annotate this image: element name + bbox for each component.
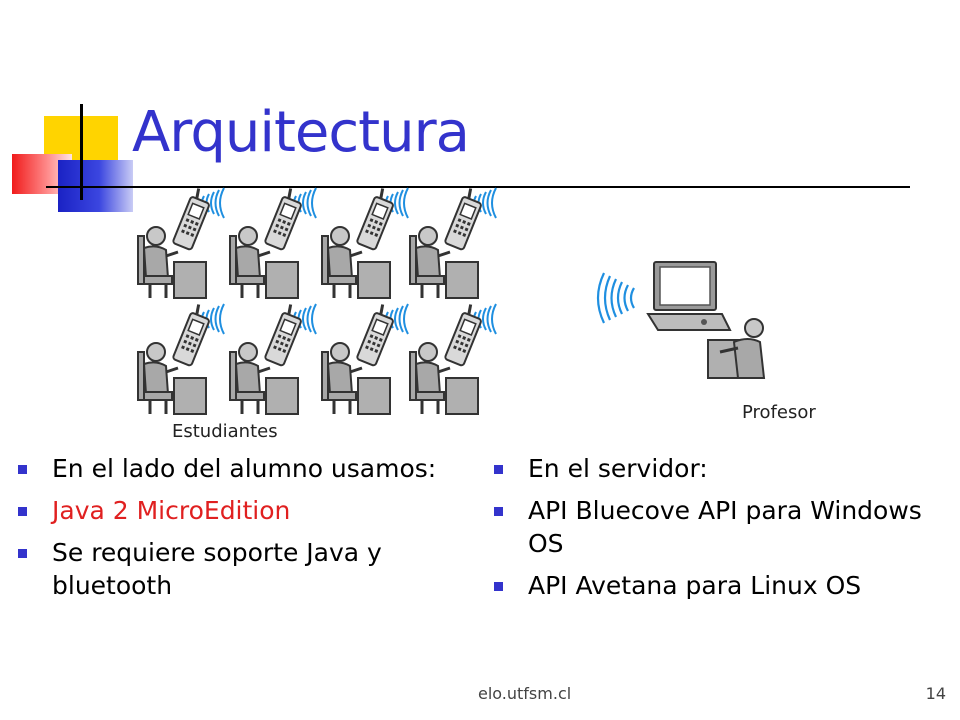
- list-item: API Avetana para Linux OS: [494, 569, 934, 602]
- list-item-text: Java 2 MicroEdition: [52, 496, 291, 525]
- student-with-phone-icon: [130, 302, 226, 418]
- student-with-phone-icon: [314, 186, 410, 302]
- list-item: API Bluecove API para Windows OS: [494, 494, 934, 560]
- square-bullet-icon: [18, 549, 27, 558]
- students-caption: Estudiantes: [172, 421, 278, 442]
- list-item: Java 2 MicroEdition: [18, 494, 448, 527]
- slide-title: Arquitectura: [132, 100, 470, 165]
- student-with-phone-icon: [402, 302, 498, 418]
- list-item: En el lado del alumno usamos:: [18, 452, 448, 485]
- student-side-list: En el lado del alumno usamos: Java 2 Mic…: [18, 452, 448, 611]
- square-bullet-icon: [494, 507, 503, 516]
- decor-vertical-line: [80, 104, 83, 200]
- students-illustration: [130, 186, 520, 418]
- list-item-text: En el lado del alumno usamos:: [52, 454, 437, 483]
- page-number: 14: [906, 686, 946, 720]
- page-number-text: 14: [925, 684, 946, 703]
- list-item: Se requiere soporte Java y bluetooth: [18, 536, 448, 602]
- student-with-phone-icon: [222, 186, 318, 302]
- student-with-phone-icon: [314, 302, 410, 418]
- square-bullet-icon: [18, 507, 27, 516]
- server-side-list: En el servidor: API Bluecove API para Wi…: [494, 452, 934, 611]
- title-underline: [46, 186, 910, 188]
- list-item-text: En el servidor:: [528, 454, 708, 483]
- student-with-phone-icon: [222, 302, 318, 418]
- square-bullet-icon: [18, 465, 27, 474]
- list-item: En el servidor:: [494, 452, 934, 485]
- student-with-phone-icon: [130, 186, 226, 302]
- list-item-text: API Bluecove API para Windows OS: [528, 496, 922, 558]
- footer-source-text: elo.utfsm.cl: [478, 684, 572, 703]
- student-with-phone-icon: [402, 186, 498, 302]
- square-bullet-icon: [494, 582, 503, 591]
- list-item-text: Se requiere soporte Java y bluetooth: [52, 538, 382, 600]
- list-item-text: API Avetana para Linux OS: [528, 571, 862, 600]
- laptop-signal-icon: [596, 261, 766, 379]
- footer-source: elo.utfsm.cl: [478, 686, 598, 720]
- teacher-laptop-illustration: [588, 258, 778, 382]
- teacher-caption: Profesor: [742, 402, 816, 423]
- square-bullet-icon: [494, 465, 503, 474]
